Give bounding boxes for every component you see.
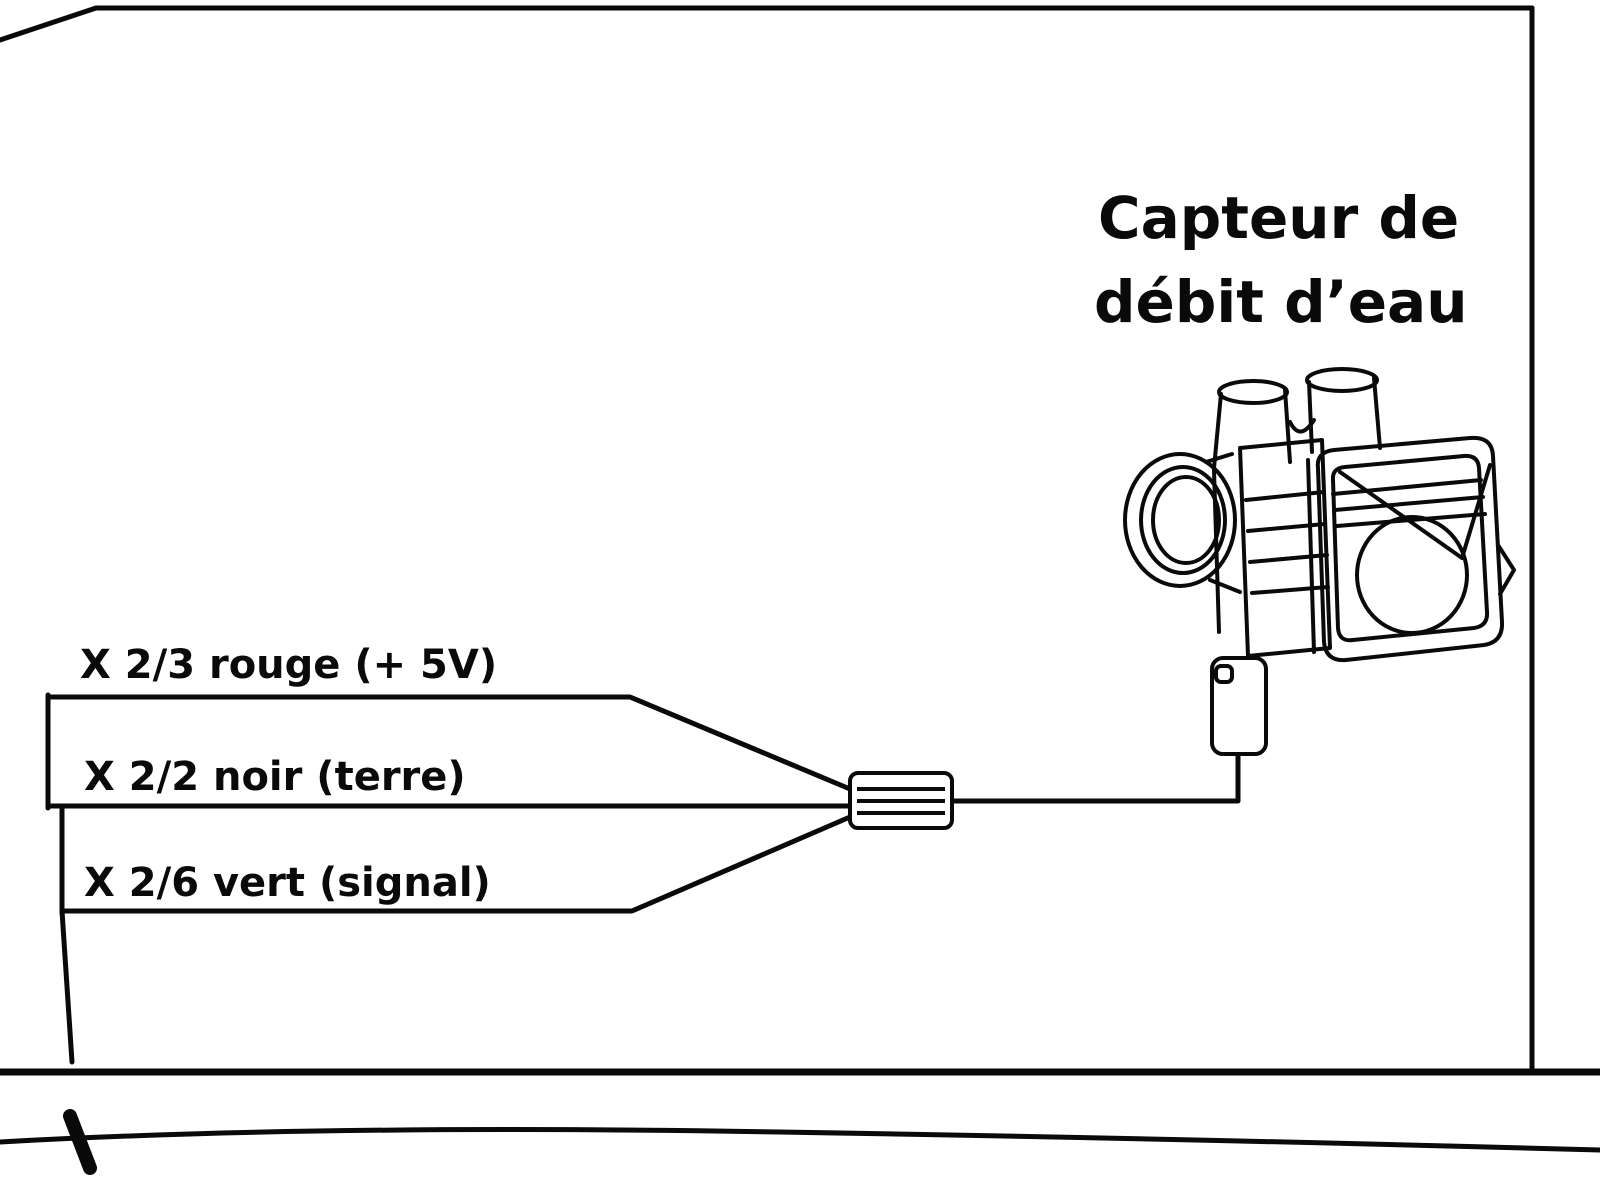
pipe-stub-left-sides [1212, 388, 1292, 470]
diagram-title-line2: débit d’eau [1094, 268, 1468, 336]
wire-label-black: X 2/2 noir (terre) [84, 754, 466, 800]
frame-top-line [0, 5, 1535, 43]
wire-label-red: X 2/3 rouge (+ 5V) [80, 642, 497, 688]
corner-mark [63, 1109, 97, 1175]
junction-pins [857, 787, 945, 815]
water-flow-sensor-illustration [1123, 367, 1516, 663]
sensor-plug-connector [1210, 656, 1268, 756]
wire-junction-connector [848, 771, 954, 830]
frame-bottom-curve [0, 1127, 1600, 1153]
neck-lines [1204, 452, 1242, 594]
wire-label-green: X 2/6 vert (signal) [84, 860, 491, 906]
bracket-strut [1306, 458, 1316, 654]
pipe-stub-join [1288, 418, 1316, 434]
wire-green-line [59, 814, 853, 914]
flange-mid [1139, 465, 1227, 575]
bracket-inner [1330, 453, 1490, 643]
wire-left-descender [59, 908, 75, 1065]
wire-red-line [45, 694, 853, 792]
sensor-ribs [1244, 490, 1330, 595]
plug-latch [1214, 664, 1234, 684]
page-frame [0, 5, 1600, 1175]
bracket-tab [1496, 543, 1516, 596]
pipe-stub-right-sides [1307, 376, 1382, 454]
bracket-brace [1338, 463, 1492, 560]
flange-inner [1151, 475, 1221, 565]
neck-vertical [1212, 468, 1221, 634]
sensor-body [1238, 438, 1332, 658]
pipe-stub-left-opening [1217, 379, 1289, 405]
bracket-outer [1315, 435, 1505, 663]
pipe-stub-right-opening [1305, 367, 1379, 393]
plug-cable [949, 751, 1241, 804]
bracket-port [1355, 515, 1469, 635]
flange-outer [1123, 452, 1237, 588]
diagram-title-line1: Capteur de [1098, 184, 1459, 252]
wire-harness [45, 692, 1241, 1065]
